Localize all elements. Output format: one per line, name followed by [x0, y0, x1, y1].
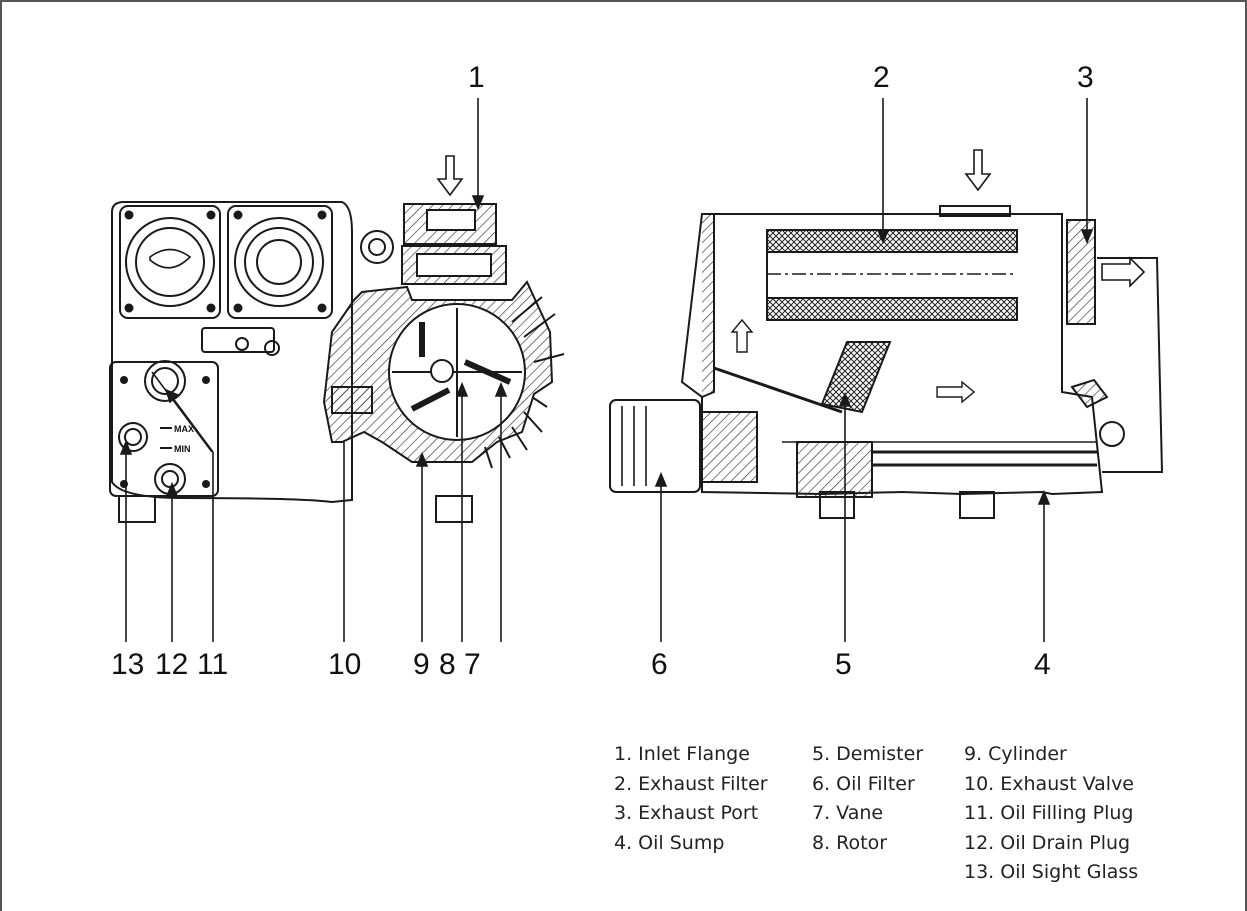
callout-4: 4: [1034, 648, 1051, 681]
legend-item: 12. Oil Drain Plug: [964, 831, 1131, 854]
legend-item: 6. Oil Filter: [812, 772, 915, 795]
callout-6: 6: [651, 648, 668, 681]
legend-item: 1. Inlet Flange: [614, 743, 750, 765]
side-view: [609, 149, 1164, 519]
callout-5: 5: [835, 648, 852, 681]
legend-item: 8. Rotor: [812, 831, 888, 854]
legend-item: 3. Exhaust Port: [614, 802, 759, 824]
callout-9: 9: [413, 648, 430, 681]
legend-item: 2. Exhaust Filter: [614, 772, 768, 795]
callout-2: 2: [873, 61, 890, 94]
leader-lines: [119, 98, 1094, 642]
legend-column-2: 5. Demister 6. Oil Filter 7. Vane 8. Rot…: [812, 740, 923, 858]
oil-sight-glass: [118, 422, 148, 452]
legend-item: 4. Oil Sump: [614, 831, 725, 854]
legend-column-3: 9. Cylinder 10. Exhaust Valve 11. Oil Fi…: [964, 740, 1138, 888]
legend-column-1: 1. Inlet Flange 2. Exhaust Filter 3. Exh…: [614, 740, 768, 858]
callout-1: 1: [468, 61, 485, 94]
callout-3: 3: [1077, 61, 1094, 94]
legend-item: 11. Oil Filling Plug: [964, 802, 1134, 824]
callout-7: 7: [464, 648, 481, 681]
callout-8: 8: [439, 648, 456, 681]
legend-item: 10. Exhaust Valve: [964, 772, 1134, 795]
legend-item: 7. Vane: [812, 802, 884, 824]
right-panel: [227, 205, 333, 319]
callout-12: 12: [155, 648, 188, 681]
callout-13: 13: [111, 648, 144, 681]
callout-11: 11: [197, 648, 228, 681]
callout-10: 10: [328, 648, 361, 681]
legend-item: 9. Cylinder: [964, 743, 1067, 765]
oil-filter: [609, 399, 701, 493]
legend-item: 5. Demister: [812, 743, 924, 765]
oil-filling-plug: [144, 360, 186, 402]
front-view: [109, 155, 565, 523]
gauge-min-label: MIN: [174, 444, 191, 454]
gauge-max-label: MAX: [174, 424, 194, 434]
legend-item: 13. Oil Sight Glass: [964, 861, 1139, 883]
left-panel: [119, 205, 221, 319]
